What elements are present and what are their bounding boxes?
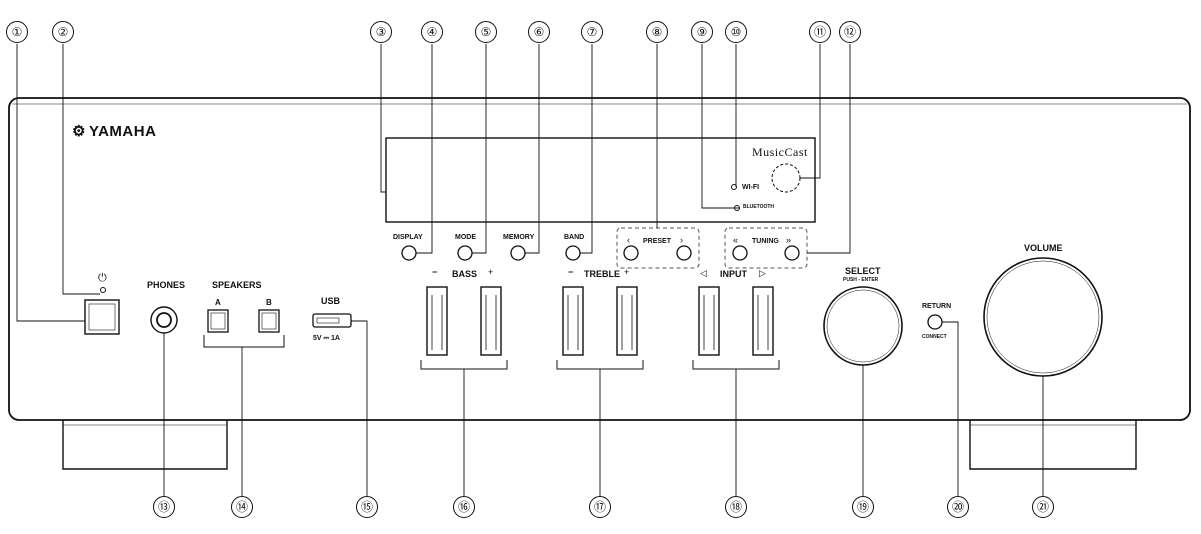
tuning-prev-icon: « [733, 235, 739, 245]
input-right-lever[interactable] [752, 286, 774, 356]
callout-14: ⑭ [231, 496, 253, 518]
callout-10: ⑩ [725, 21, 747, 43]
callout-8: ⑧ [646, 21, 668, 43]
mode-label: MODE [455, 234, 476, 241]
yamaha-logo: ⚙YAMAHA [72, 122, 156, 140]
select-label: SELECT [845, 266, 881, 276]
speakers-label: SPEAKERS [212, 280, 262, 290]
preset-next-icon: › [680, 235, 683, 245]
phones-jack[interactable] [150, 306, 178, 334]
bass-plus-lever[interactable] [480, 286, 502, 356]
callout-7: ⑦ [581, 21, 603, 43]
wifi-indicator [731, 184, 737, 190]
select-knob[interactable] [823, 286, 903, 366]
callout-16: ⑯ [453, 496, 475, 518]
callout-2: ② [52, 21, 74, 43]
callout-11: ⑪ [809, 21, 831, 43]
callout-12: ⑫ [839, 21, 861, 43]
callout-19: ⑲ [852, 496, 874, 518]
callout-6: ⑥ [528, 21, 550, 43]
treble-minus-lever[interactable] [562, 286, 584, 356]
input-left-lever[interactable] [698, 286, 720, 356]
return-label: RETURN [922, 303, 952, 310]
callout-15: ⑮ [356, 496, 378, 518]
memory-label: MEMORY [503, 234, 535, 241]
input-label: INPUT [720, 269, 747, 279]
usb-port[interactable] [312, 313, 352, 328]
band-label: BAND [564, 234, 585, 241]
tuning-group [724, 227, 808, 269]
yamaha-wordmark: YAMAHA [88, 123, 157, 140]
connect-label: CONNECT [922, 334, 947, 340]
volume-knob[interactable] [983, 257, 1103, 377]
bass-plus-label: + [488, 267, 494, 277]
callout-9: ⑨ [691, 21, 713, 43]
callout-13: ⑬ [153, 496, 175, 518]
power-symbol-icon: ⏻ [98, 272, 107, 284]
bass-label: BASS [452, 269, 478, 279]
left-foot [62, 420, 228, 470]
callout-1: ① [6, 21, 28, 43]
bass-minus-label: − [432, 267, 438, 277]
musiccast-logo: MusicCast [752, 145, 808, 159]
display-button[interactable] [401, 245, 417, 261]
speaker-a-button[interactable] [207, 309, 229, 333]
return-button[interactable] [927, 314, 943, 330]
preset-prev-icon: ‹ [627, 235, 630, 245]
preset-label: PRESET [643, 238, 672, 245]
leader-lines [16, 44, 1044, 496]
treble-plus-lever[interactable] [616, 286, 638, 356]
usb-rating-label: 5V ⎓ 1A [313, 335, 340, 342]
display-label: DISPLAY [393, 234, 423, 241]
treble-minus-label: − [568, 267, 574, 277]
usb-label: USB [321, 296, 341, 306]
callout-21: ㉑ [1032, 496, 1054, 518]
volume-label: VOLUME [1024, 243, 1063, 253]
preset-prev-button[interactable] [623, 245, 639, 261]
bluetooth-label: BLUETOOTH [743, 204, 775, 210]
treble-label: TREBLE [584, 269, 620, 279]
chassis-body [8, 97, 1191, 421]
select-sub-label: PUSH - ENTER [843, 277, 879, 283]
callout-18: ⑱ [725, 496, 747, 518]
speaker-b-button[interactable] [258, 309, 280, 333]
tuning-label: TUNING [752, 238, 779, 245]
memory-button[interactable] [510, 245, 526, 261]
power-indicator [100, 287, 106, 293]
tuning-next-button[interactable] [784, 245, 800, 261]
yamaha-tuning-fork-icon: ⚙ [72, 123, 86, 140]
band-button[interactable] [565, 245, 581, 261]
right-foot [969, 420, 1137, 470]
callout-3: ③ [370, 21, 392, 43]
input-left-icon: ◁ [700, 268, 707, 278]
phones-label: PHONES [147, 280, 186, 290]
input-right-icon: ▷ [759, 268, 766, 278]
speaker-a-label: A [215, 298, 221, 307]
treble-plus-label: + [624, 267, 630, 277]
power-button[interactable] [84, 299, 120, 335]
callout-17: ⑰ [589, 496, 611, 518]
preset-next-button[interactable] [676, 245, 692, 261]
tuning-next-icon: » [786, 235, 792, 245]
bass-minus-lever[interactable] [426, 286, 448, 356]
callout-20: ⑳ [947, 496, 969, 518]
speaker-b-label: B [266, 298, 272, 307]
wifi-label: WI-FI [742, 184, 760, 191]
callout-5: ⑤ [475, 21, 497, 43]
speakers-bracket [203, 335, 285, 348]
tuning-prev-button[interactable] [732, 245, 748, 261]
preset-group [616, 227, 700, 269]
callout-4: ④ [421, 21, 443, 43]
front-display [385, 137, 816, 223]
mode-button[interactable] [457, 245, 473, 261]
